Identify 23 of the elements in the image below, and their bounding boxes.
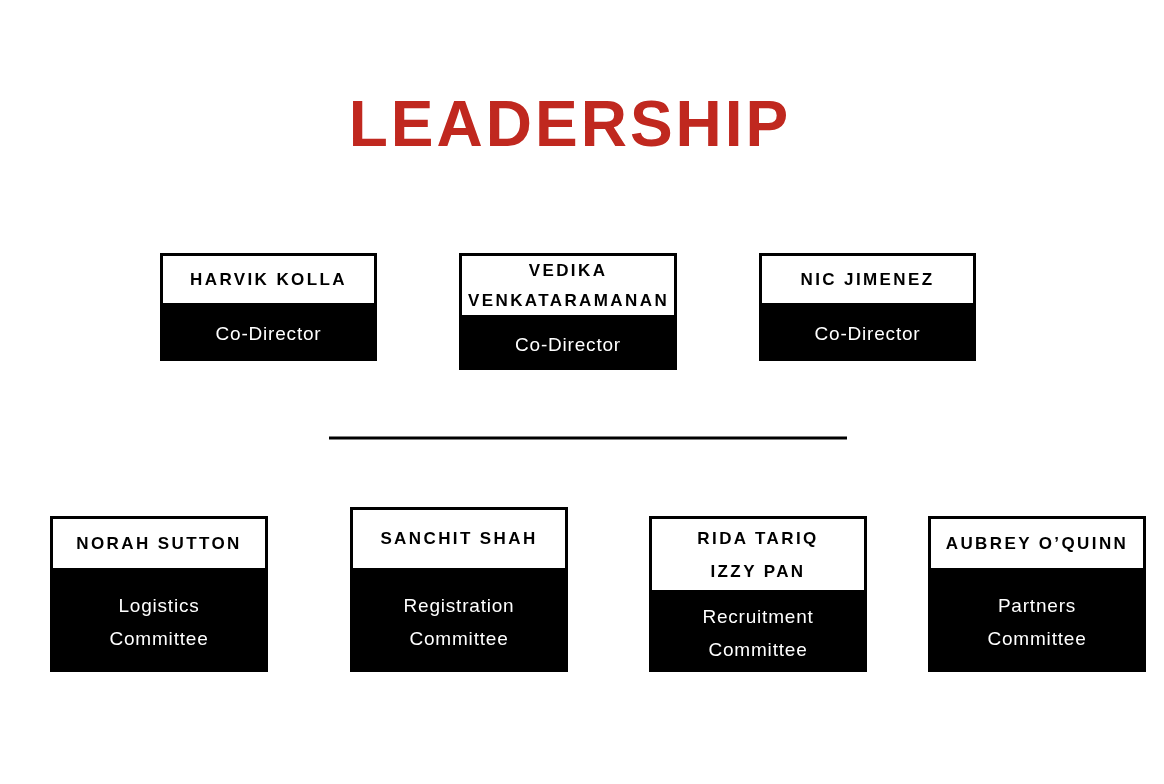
person-name: NORAH SUTTON bbox=[76, 532, 242, 555]
person-card bbox=[759, 253, 976, 361]
person-name: IZZY PAN bbox=[710, 560, 806, 583]
person-card bbox=[649, 516, 867, 672]
person-name: NIC JIMENEZ bbox=[800, 268, 935, 291]
role-title: Recruitment Committee bbox=[701, 604, 815, 662]
role-title: Partners Committee bbox=[986, 593, 1088, 651]
person-card bbox=[160, 253, 377, 361]
person-card bbox=[350, 507, 568, 672]
page-title: LEADERSHIP bbox=[348, 92, 792, 156]
person-card bbox=[459, 253, 677, 370]
person-card bbox=[50, 516, 268, 672]
person-name: AUBREY O’QUINN bbox=[945, 532, 1129, 555]
role-title: Logistics Committee bbox=[108, 593, 210, 651]
role-title: Co-Director bbox=[814, 322, 921, 346]
role-title: Co-Director bbox=[515, 332, 621, 357]
person-name: VEDIKA VENKATARAMANAN bbox=[468, 259, 668, 312]
person-name: HARVIK KOLLA bbox=[190, 268, 347, 291]
role-title: Registration Committee bbox=[402, 593, 516, 651]
person-name: SANCHIT SHAH bbox=[380, 528, 538, 550]
person-card bbox=[928, 516, 1146, 672]
person-name: RIDA TARIQ bbox=[697, 527, 819, 550]
role-title: Co-Director bbox=[215, 322, 322, 346]
